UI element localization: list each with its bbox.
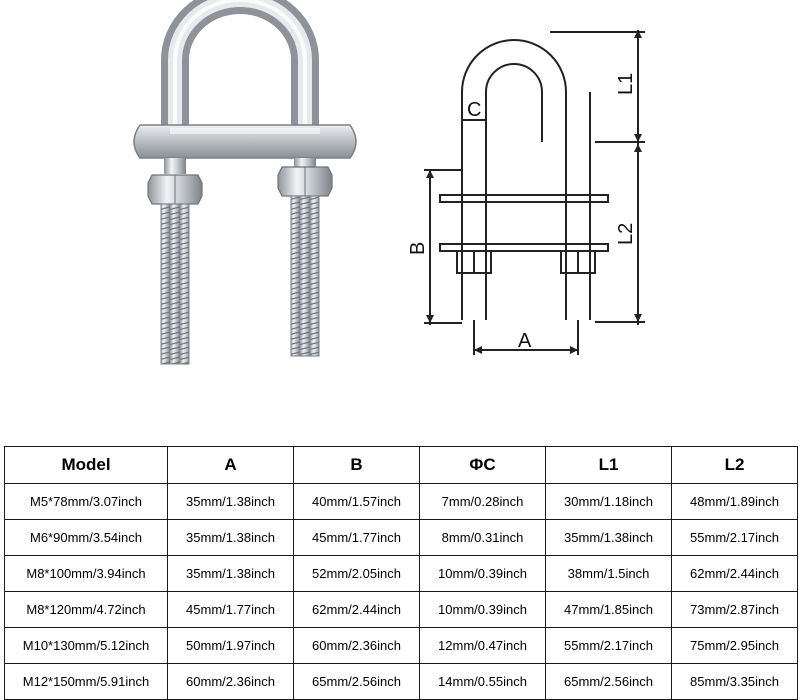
label-l2: L2 xyxy=(615,223,637,245)
cell-model: M10*130mm/5.12inch xyxy=(4,627,168,664)
header-a: A xyxy=(167,446,294,484)
cell-b: 40mm/1.57inch xyxy=(293,483,420,520)
table-row: M5*78mm/3.07inch 35mm/1.38inch 40mm/1.57… xyxy=(4,483,798,520)
table-row: M10*130mm/5.12inch 50mm/1.97inch 60mm/2.… xyxy=(4,627,798,664)
table-header-row: Model A B ΦC L1 L2 xyxy=(4,446,798,484)
cell-l1: 30mm/1.18inch xyxy=(545,483,672,520)
cell-l2: 75mm/2.95inch xyxy=(671,627,798,664)
header-model: Model xyxy=(4,446,168,484)
label-l1: L1 xyxy=(615,73,637,95)
cell-a: 35mm/1.38inch xyxy=(167,555,294,592)
cell-c: 10mm/0.39inch xyxy=(419,555,546,592)
cell-b: 60mm/2.36inch xyxy=(293,627,420,664)
cell-l1: 65mm/2.56inch xyxy=(545,663,672,700)
cell-l1: 55mm/2.17inch xyxy=(545,627,672,664)
cell-a: 35mm/1.38inch xyxy=(167,519,294,556)
cell-model: M12*150mm/5.91inch xyxy=(4,663,168,700)
cell-model: M8*100mm/3.94inch xyxy=(4,555,168,592)
cell-a: 45mm/1.77inch xyxy=(167,591,294,628)
cell-l2: 85mm/3.35inch xyxy=(671,663,798,700)
cell-model: M6*90mm/3.54inch xyxy=(4,519,168,556)
table-row: M8*120mm/4.72inch 45mm/1.77inch 62mm/2.4… xyxy=(4,591,798,628)
header-b: B xyxy=(293,446,420,484)
cell-c: 14mm/0.55inch xyxy=(419,663,546,700)
cell-a: 50mm/1.97inch xyxy=(167,627,294,664)
cell-a: 35mm/1.38inch xyxy=(167,483,294,520)
dimension-diagram: L1 L2 B A C xyxy=(407,30,645,355)
cell-c: 10mm/0.39inch xyxy=(419,591,546,628)
cell-l1: 35mm/1.38inch xyxy=(545,519,672,556)
label-b: B xyxy=(407,242,429,255)
header-c: ΦC xyxy=(419,446,546,484)
header-l1: L1 xyxy=(545,446,672,484)
spec-table: Model A B ΦC L1 L2 M5*78mm/3.07inch 35mm… xyxy=(4,446,798,700)
cell-b: 45mm/1.77inch xyxy=(293,519,420,556)
cell-l2: 62mm/2.44inch xyxy=(671,555,798,592)
cell-model: M5*78mm/3.07inch xyxy=(4,483,168,520)
cell-l2: 48mm/1.89inch xyxy=(671,483,798,520)
cell-b: 62mm/2.44inch xyxy=(293,591,420,628)
label-a: A xyxy=(518,330,532,352)
cell-c: 8mm/0.31inch xyxy=(419,519,546,556)
cell-a: 60mm/2.36inch xyxy=(167,663,294,700)
table-row: M12*150mm/5.91inch 60mm/2.36inch 65mm/2.… xyxy=(4,663,798,700)
header-l2: L2 xyxy=(671,446,798,484)
cell-l1: 38mm/1.5inch xyxy=(545,555,672,592)
table-row: M8*100mm/3.94inch 35mm/1.38inch 52mm/2.0… xyxy=(4,555,798,592)
label-c: C xyxy=(467,99,481,121)
cell-c: 7mm/0.28inch xyxy=(419,483,546,520)
table-row: M6*90mm/3.54inch 35mm/1.38inch 45mm/1.77… xyxy=(4,519,798,556)
cell-c: 12mm/0.47inch xyxy=(419,627,546,664)
cell-model: M8*120mm/4.72inch xyxy=(4,591,168,628)
cell-b: 65mm/2.56inch xyxy=(293,663,420,700)
cell-l2: 73mm/2.87inch xyxy=(671,591,798,628)
cell-b: 52mm/2.05inch xyxy=(293,555,420,592)
cell-l2: 55mm/2.17inch xyxy=(671,519,798,556)
u-bolt-photo xyxy=(133,0,357,365)
cell-l1: 47mm/1.85inch xyxy=(545,591,672,628)
